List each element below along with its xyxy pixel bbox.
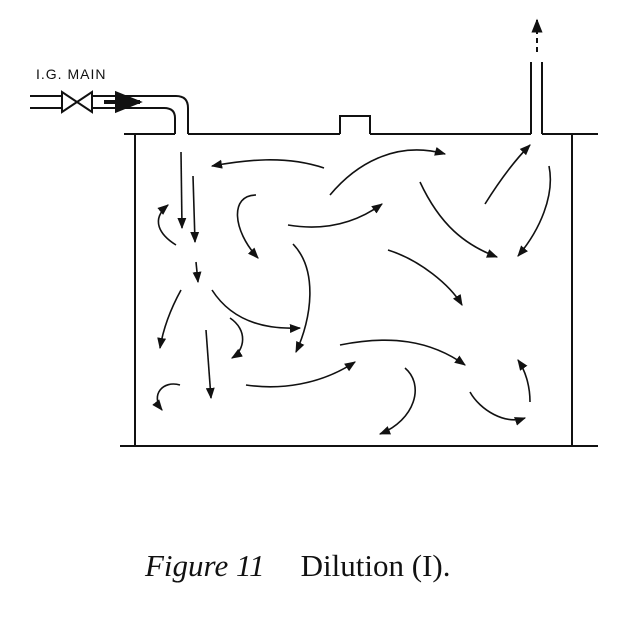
figure-title: Dilution (I). (300, 548, 451, 583)
tank-dilution-diagram (30, 18, 598, 447)
tank-hatch (339, 115, 371, 134)
flow-arrows (152, 144, 552, 435)
ig-main-pipe (30, 95, 189, 134)
vent-pipe (530, 62, 543, 134)
figure-caption: Figure 11 Dilution (I). (145, 548, 450, 584)
valve-icon (61, 90, 93, 114)
figure-number: Figure 11 (145, 548, 265, 583)
ig-main-label: I.G. MAIN (36, 66, 107, 82)
tank-outline (120, 133, 598, 447)
